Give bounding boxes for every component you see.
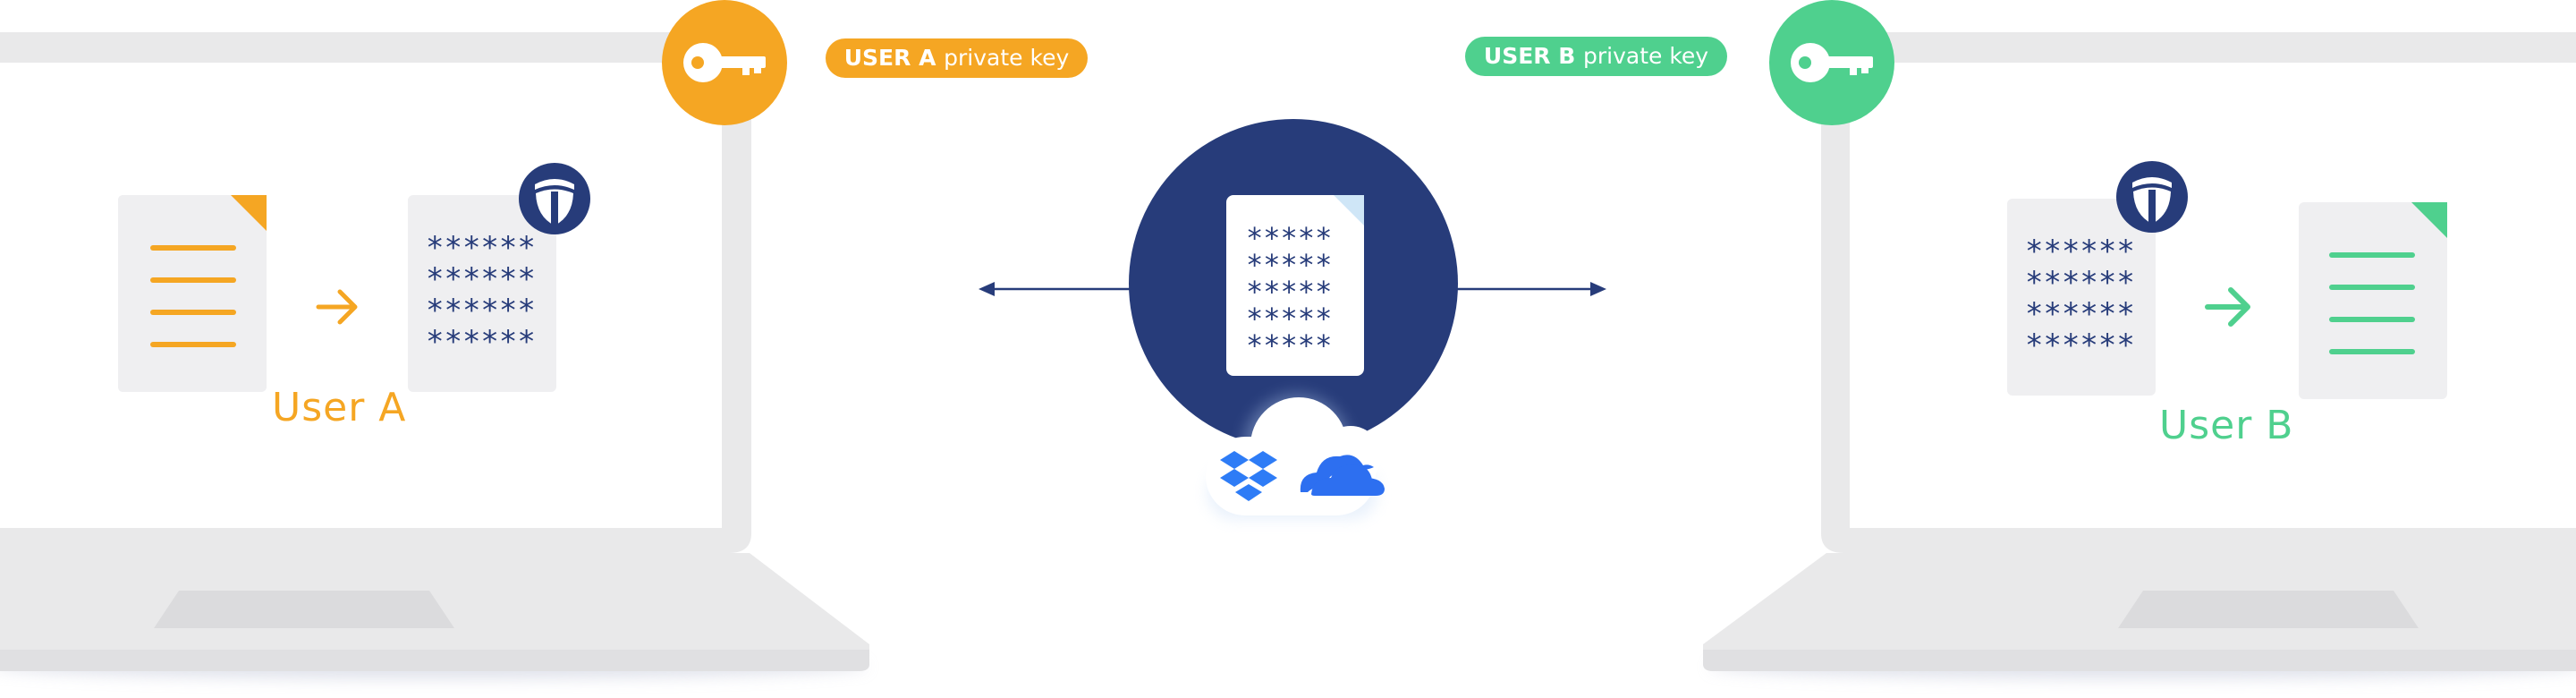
encrypted-row: ***** bbox=[1246, 248, 1332, 282]
laptop-user-b bbox=[1703, 32, 2576, 679]
encrypted-row: ***** bbox=[1246, 275, 1332, 309]
user-a-plain-document bbox=[118, 195, 267, 394]
encrypted-row: ****** bbox=[2025, 234, 2135, 269]
encrypted-row: ***** bbox=[1246, 328, 1332, 362]
laptop-b-trackpad bbox=[2118, 591, 2419, 628]
user-a-label: User A bbox=[272, 385, 407, 430]
user-a-encrypted-document: ****** ****** ****** ****** bbox=[408, 195, 556, 392]
shield-badge-b bbox=[2116, 161, 2188, 233]
private-key-label-user-a: USER A private key bbox=[826, 38, 1088, 78]
arrow-right-icon bbox=[316, 289, 358, 325]
encrypted-row: ****** bbox=[2025, 328, 2135, 363]
encrypted-row: ***** bbox=[1246, 221, 1332, 255]
key-badge-b bbox=[1769, 0, 1894, 125]
encrypted-row: ****** bbox=[426, 293, 536, 328]
arrow-to-user-b bbox=[1454, 282, 1606, 296]
dropbox-icon bbox=[1220, 451, 1277, 501]
key-type-label: private key bbox=[944, 45, 1070, 71]
center-encrypted-document: ***** ***** ***** ***** ***** bbox=[1226, 195, 1364, 376]
key-owner-label: USER A bbox=[843, 45, 945, 71]
laptop-a-trackpad bbox=[154, 591, 454, 628]
laptop-a-screen bbox=[0, 63, 722, 528]
encrypted-row: ***** bbox=[1246, 302, 1332, 336]
user-b-encrypted-document: ****** ****** ****** ****** bbox=[2007, 199, 2156, 396]
shield-badge-a bbox=[519, 163, 590, 234]
user-b-plain-document bbox=[2299, 202, 2447, 399]
user-b-label: User B bbox=[2159, 403, 2294, 448]
encrypted-row: ****** bbox=[426, 261, 536, 297]
key-owner-label: USER B bbox=[1483, 43, 1583, 69]
key-badge-a bbox=[662, 0, 787, 125]
encrypted-row: ****** bbox=[2025, 296, 2135, 332]
onedrive-icon bbox=[1300, 455, 1385, 496]
key-type-label: private key bbox=[1583, 43, 1709, 69]
private-key-label-user-b: USER B private key bbox=[1465, 37, 1727, 76]
encrypted-row: ****** bbox=[426, 230, 536, 266]
encrypted-row: ****** bbox=[426, 324, 536, 360]
encrypted-row: ****** bbox=[2025, 265, 2135, 301]
arrow-right-icon bbox=[2205, 287, 2250, 327]
laptop-b-screen bbox=[1850, 63, 2576, 528]
arrow-to-user-a bbox=[979, 282, 1132, 296]
